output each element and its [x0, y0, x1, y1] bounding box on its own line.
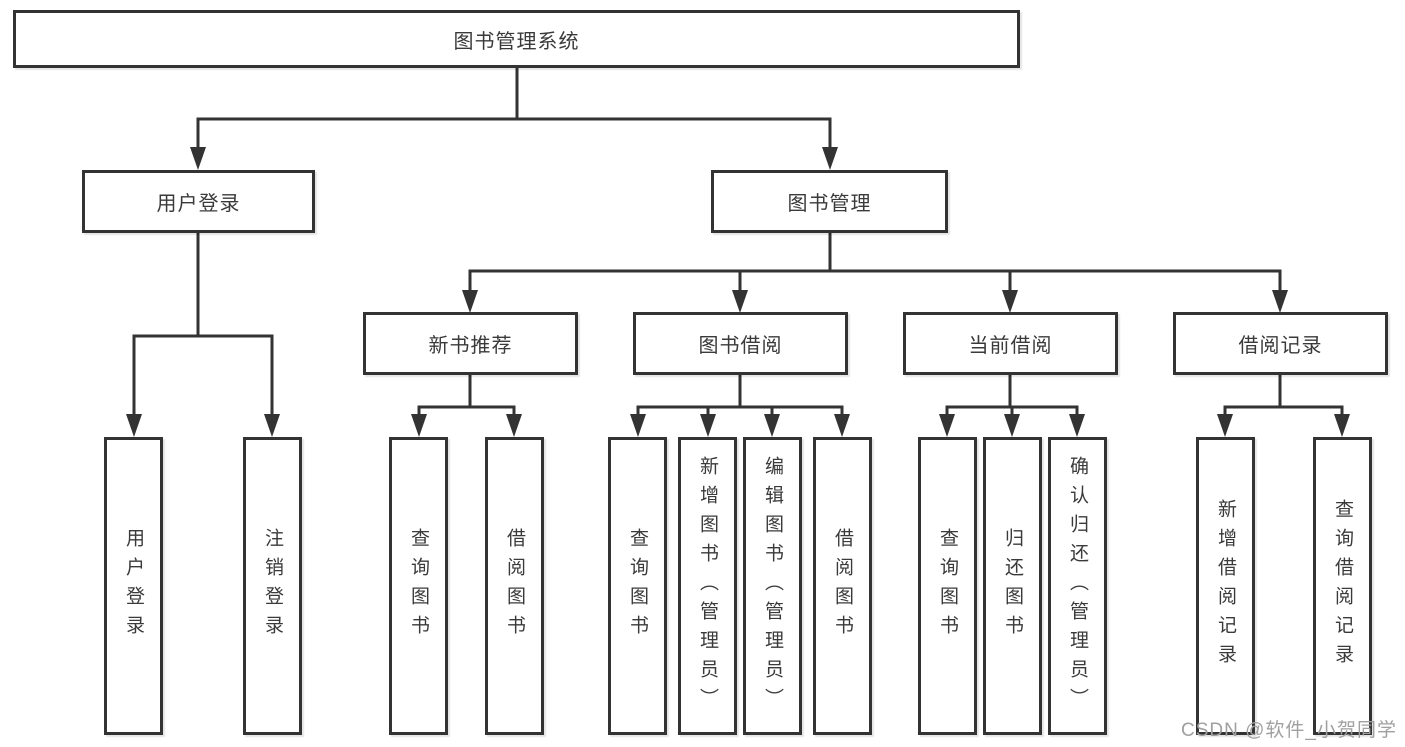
node-user-login: 用户登录 [82, 170, 315, 233]
leaf-label: 查询图书 [937, 528, 958, 644]
leaf-return-books: 归还图书 [983, 437, 1042, 735]
leaf-query-books-recommend: 查询图书 [389, 437, 448, 735]
leaf-query-books-current: 查询图书 [918, 437, 977, 735]
node-label: 图书管理 [787, 193, 872, 215]
leaf-borrow-books: 借阅图书 [813, 437, 872, 735]
leaf-label: 借阅图书 [832, 528, 853, 644]
node-label: 用户登录 [156, 193, 241, 215]
leaf-label: 查询借阅记录 [1332, 499, 1353, 673]
leaf-label: 归还图书 [1002, 528, 1023, 644]
arrowhead-icons [126, 147, 1350, 437]
node-label: 新书推荐 [428, 335, 513, 357]
leaf-label: 新增借阅记录 [1215, 499, 1236, 673]
csdn-watermark: CSDN @软件_小贺同学 [1181, 720, 1397, 741]
node-book-borrow: 图书借阅 [633, 312, 848, 375]
leaf-logout: 注销登录 [243, 437, 302, 735]
leaf-label: 借阅图书 [504, 528, 525, 644]
leaf-edit-book-admin: 编辑图书（管理员） [743, 437, 802, 735]
node-current-borrow: 当前借阅 [903, 312, 1118, 375]
leaf-query-borrow-record: 查询借阅记录 [1313, 437, 1372, 735]
node-label: 借阅记录 [1238, 335, 1323, 357]
node-borrow-records: 借阅记录 [1173, 312, 1388, 375]
leaf-add-borrow-record: 新增借阅记录 [1196, 437, 1255, 735]
node-book-management: 图书管理 [711, 170, 948, 233]
node-new-book-recommend: 新书推荐 [363, 312, 578, 375]
leaf-confirm-return-admin: 确认归还（管理员） [1048, 437, 1107, 735]
leaf-query-books-borrow: 查询图书 [608, 437, 667, 735]
leaf-label: 用户登录 [123, 528, 144, 644]
leaf-borrow-books-recommend: 借阅图书 [485, 437, 544, 735]
leaf-user-login: 用户登录 [104, 437, 163, 735]
node-library-system: 图书管理系统 [13, 10, 1020, 68]
leaf-label: 新增图书（管理员） [697, 455, 718, 717]
leaf-add-book-admin: 新增图书（管理员） [678, 437, 737, 735]
leaf-label: 编辑图书（管理员） [762, 455, 783, 717]
node-label: 图书管理系统 [453, 30, 580, 53]
leaf-label: 注销登录 [262, 528, 283, 644]
leaf-label: 查询图书 [408, 528, 429, 644]
leaf-label: 确认归还（管理员） [1067, 455, 1088, 717]
node-label: 当前借阅 [968, 335, 1053, 357]
node-label: 图书借阅 [698, 335, 783, 357]
leaf-label: 查询图书 [627, 528, 648, 644]
